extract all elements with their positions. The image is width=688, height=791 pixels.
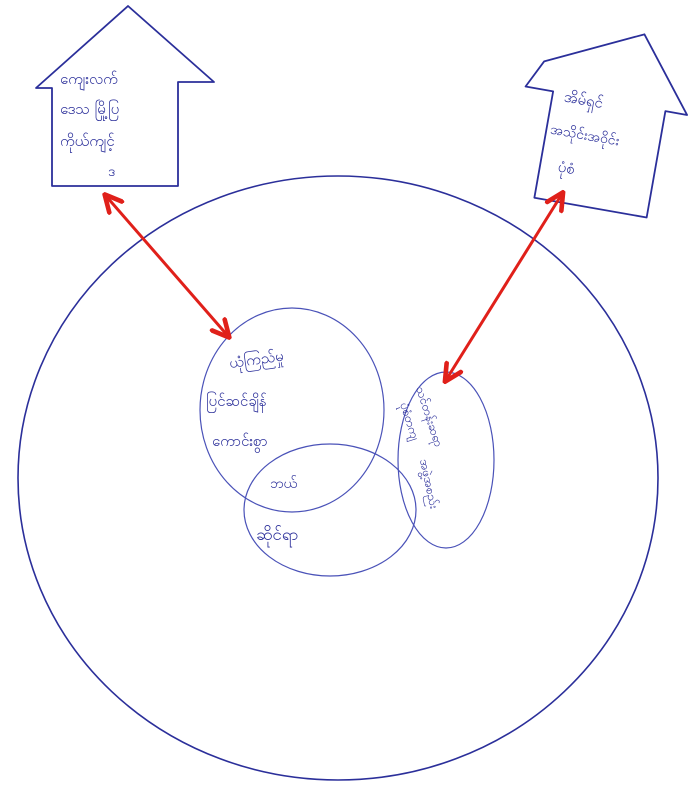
arrow-left-house-to-circle: [106, 196, 228, 336]
house-left: ကျေးလက် ဒေသ မြို့ပြ ကိုယ်ကျင့် ဒ: [35, 5, 215, 187]
house-right-line-2: အသိုင်းအဝိုင်း: [549, 122, 621, 152]
inner-circle-left: [199, 307, 385, 513]
circle-right-line-2: ပုံစံတကျ: [394, 401, 422, 443]
circle-left-line-2: ပြင်ဆင်ချိန်: [206, 391, 267, 413]
house-left-line-4: ဒ: [108, 164, 115, 180]
house-right: အိမ်ရှင် အသိုင်းအဝိုင်း ပုံစံ: [524, 33, 688, 219]
circle-left-line-3: ကောင်းစွာ: [212, 432, 268, 453]
house-left-outline: [35, 5, 215, 187]
outer-community-circle: [17, 175, 659, 781]
house-left-line-1: ကျေးလက်: [60, 70, 118, 91]
circle-left-line-4: ဘယ်: [270, 476, 297, 492]
house-right-line-3: ပုံစံ: [556, 158, 576, 182]
house-left-line-3: ကိုယ်ကျင့်: [60, 132, 115, 153]
inner-circle-right: [397, 371, 495, 549]
house-right-outline: [524, 33, 688, 219]
house-left-line-2: ဒေသ မြို့ပြ: [60, 99, 119, 121]
house-right-line-1: အိမ်ရှင်: [562, 88, 604, 116]
circle-left-line-1: ယုံကြည်မှု: [228, 346, 285, 375]
circle-right-line-3: အဖွဲ့အစည်း: [414, 458, 442, 511]
arrow-right-house-to-circle: [446, 194, 562, 380]
inner-circle-bottom: [243, 443, 417, 577]
circle-bottom-line-1: ဆိုင်ရာ: [256, 525, 299, 548]
